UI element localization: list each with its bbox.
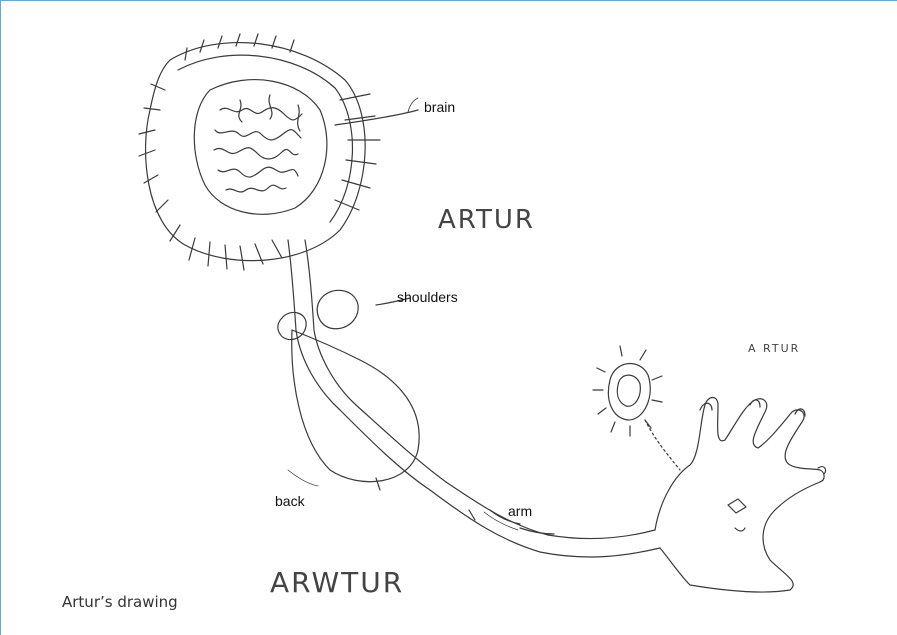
- arm-axon: [430, 490, 660, 557]
- satellite-cell: [608, 364, 650, 420]
- handwritten-name-bottom: ARWTUR: [270, 566, 404, 599]
- figure-caption: Artur’s drawing: [62, 593, 178, 611]
- brain-nucleus: [194, 80, 327, 215]
- shoulder-lobe-1: [317, 290, 358, 328]
- handwritten-name-center: ARTUR: [438, 205, 535, 235]
- label-shoulders: shoulders: [397, 289, 458, 305]
- handwritten-name-small: A RTUR: [748, 342, 800, 355]
- label-back: back: [275, 493, 305, 509]
- label-brain: brain: [424, 99, 455, 115]
- label-arm: arm: [508, 503, 532, 519]
- back-sheath: [292, 330, 419, 482]
- axon-terminal-hand: [655, 398, 824, 593]
